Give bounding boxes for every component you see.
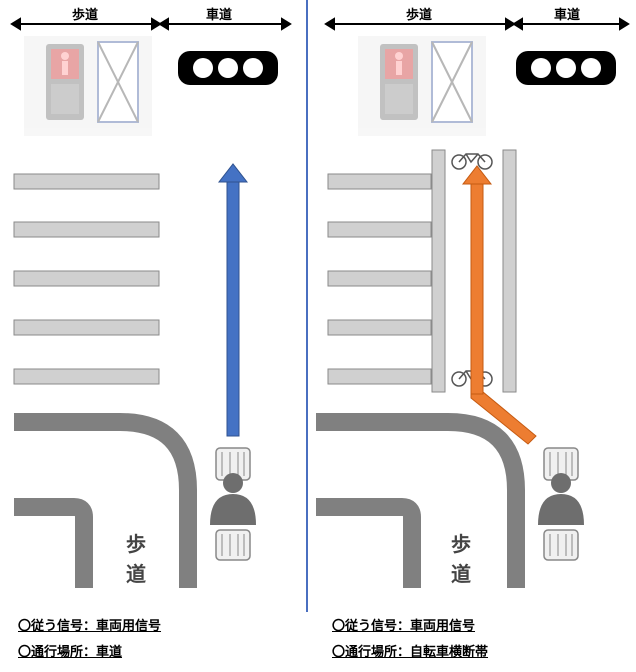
crosswalk (13, 173, 160, 385)
roadway-dimension-arrow (512, 17, 630, 31)
left-scene (10, 17, 292, 588)
travel-arrow (461, 165, 537, 445)
panel-divider (306, 0, 308, 612)
sidewalk-label: 歩道 (406, 8, 433, 23)
roadway-label: 車道 (554, 8, 581, 23)
right-panel: 歩道 車道 歩 道 〇従う信号：車両用信号 〇通行場所：自転車横断帯 (308, 0, 636, 672)
pedestrian-signal (358, 36, 486, 136)
curb-inner (14, 498, 93, 588)
vehicle-signal (178, 51, 278, 85)
sidewalk-dimension-arrow (10, 17, 162, 31)
sidewalk-label: 歩道 (72, 8, 99, 23)
ground-sidewalk-char-2: 道 (126, 562, 146, 586)
curb-corner (316, 413, 525, 588)
pedestrian-signal (24, 36, 152, 136)
ground-sidewalk-char-2: 道 (451, 562, 471, 586)
ground-sidewalk-char-1: 歩 (451, 532, 471, 556)
curb-inner (316, 498, 421, 588)
bicycle-crossing-zone (431, 149, 517, 393)
travel-arrow (217, 163, 249, 437)
ground-sidewalk-char-1: 歩 (126, 532, 146, 556)
sidewalk-dimension-arrow (324, 17, 516, 31)
caption-signal: 〇従う信号：車両用信号 (332, 619, 476, 634)
vehicle-signal (516, 51, 616, 85)
curb-corner (14, 413, 197, 588)
caption-place: 〇通行場所：自転車横断帯 (332, 645, 489, 660)
right-scene (316, 17, 630, 588)
bicycle-mark-top (451, 153, 493, 170)
cyclist-icon (538, 447, 584, 561)
crosswalk (327, 173, 432, 385)
left-panel: 歩道 車道 歩 道 〇従う信号：車両用信号 〇通行場所：車道 (0, 0, 306, 672)
roadway-dimension-arrow (158, 17, 292, 31)
cyclist-icon (210, 447, 256, 561)
caption-place: 〇通行場所：車道 (18, 645, 123, 660)
roadway-label: 車道 (206, 8, 233, 23)
caption-signal: 〇従う信号：車両用信号 (18, 619, 162, 634)
